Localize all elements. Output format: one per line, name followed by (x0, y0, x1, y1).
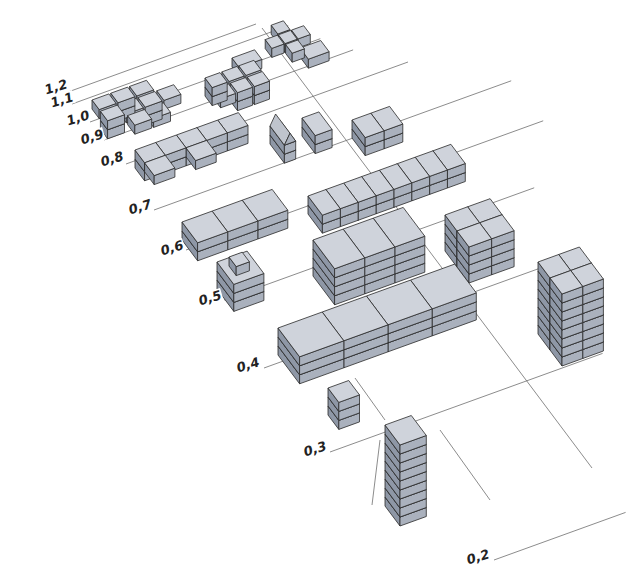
guide-line (262, 28, 592, 468)
guide-line (72, 26, 288, 104)
building-roof (302, 112, 332, 136)
building-roof (205, 73, 227, 88)
building-roof (128, 110, 152, 126)
building-roof (278, 312, 344, 357)
building-roof (328, 381, 360, 403)
building-roof (385, 416, 426, 446)
guide-line (264, 266, 546, 368)
building-roof (265, 35, 284, 48)
building-roof (111, 87, 135, 103)
building-roof (145, 155, 175, 175)
axis-label: 0,2 (464, 547, 492, 567)
guide-line (90, 39, 320, 122)
axis-label: 0,8 (98, 149, 126, 169)
dimension-line (440, 430, 490, 500)
building-roof (550, 271, 583, 295)
building-roof (182, 211, 228, 243)
axis-label: 0,7 (126, 197, 154, 217)
building-roof (229, 252, 249, 266)
building-roof (457, 223, 492, 247)
axis-label: 0,6 (158, 238, 186, 258)
guide-line (224, 188, 534, 300)
building-roof (286, 40, 305, 53)
building-roof (157, 85, 181, 101)
guide-line (68, 24, 256, 92)
building-roof (308, 190, 340, 216)
guide-line (330, 353, 603, 452)
guide-line (126, 62, 408, 164)
axis-label: 0,9 (78, 127, 106, 147)
building-roof (100, 105, 124, 121)
gable-roof (284, 133, 295, 145)
building-roof (352, 113, 384, 137)
guide-line (494, 512, 626, 560)
building-roof (313, 229, 365, 269)
building-roof (186, 140, 216, 160)
guide-line (154, 81, 511, 210)
building-roof (217, 251, 264, 284)
axis-label: 1,0 (64, 108, 92, 128)
axis-label: 0,3 (301, 439, 329, 459)
building-roof (138, 92, 162, 108)
dimension-line (372, 440, 380, 505)
axis-label: 0,5 (196, 288, 224, 308)
axis-label: 0,4 (234, 355, 262, 375)
